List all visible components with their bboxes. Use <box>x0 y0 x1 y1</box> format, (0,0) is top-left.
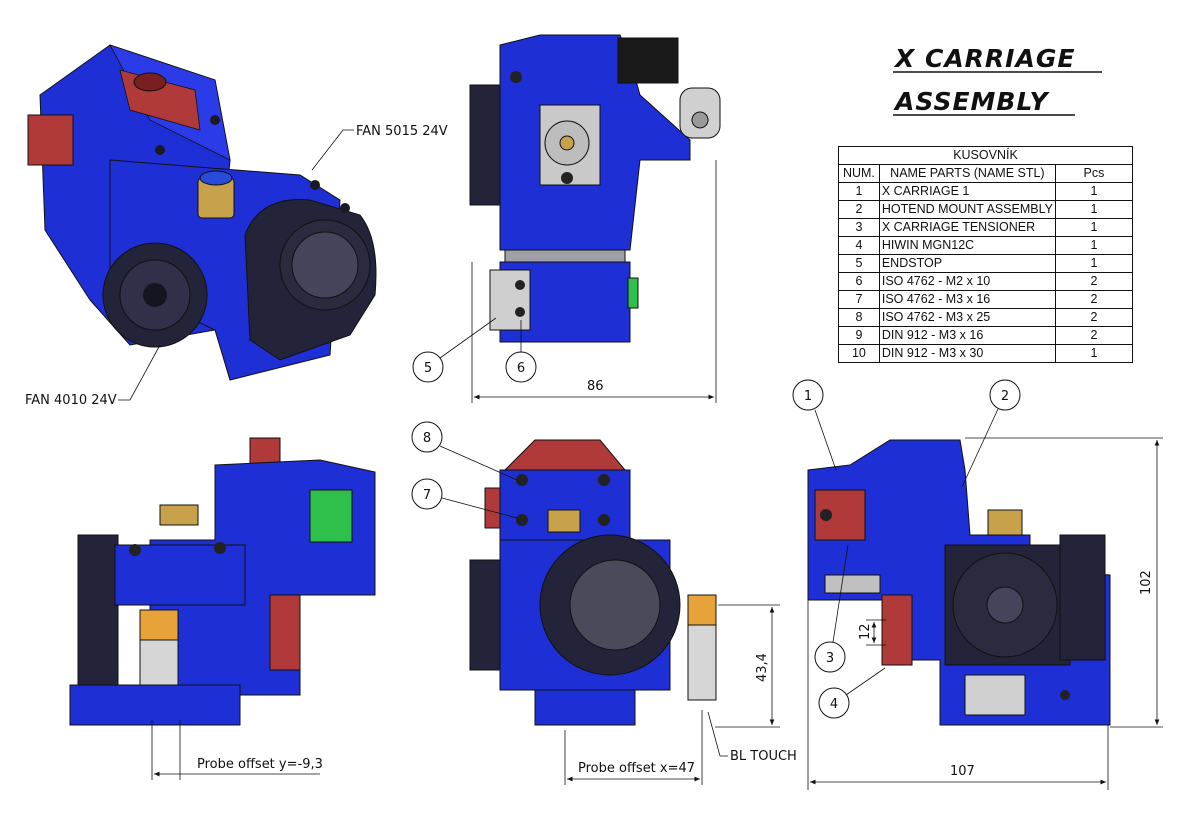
fan-4010-label: FAN 4010 24V <box>25 393 117 408</box>
bom-header-pcs: Pcs <box>1054 164 1134 183</box>
bom-cell-num: 2 <box>838 200 880 219</box>
bom-cell-pcs: 1 <box>1054 254 1134 273</box>
bom-cell-num: 5 <box>838 254 880 273</box>
dimension-86-label: 86 <box>587 379 604 394</box>
probe-offset-x-label: Probe offset x=47 <box>578 761 695 776</box>
bom-header-num: NUM. <box>838 164 880 183</box>
balloon-4-number: 4 <box>830 697 838 712</box>
bom-cell-name: ISO 4762 - M3 x 25 <box>878 308 1056 327</box>
probe-offset-y-label: Probe offset y=-9,3 <box>197 757 323 772</box>
title-line-2: ASSEMBLY <box>893 87 1051 116</box>
bom-cell-num: 1 <box>838 182 880 201</box>
front-view-top <box>469 34 721 343</box>
bom-title: KUSOVNÍK <box>838 146 1133 165</box>
front-view-bottom <box>469 439 717 726</box>
balloon-5 <box>412 351 444 383</box>
balloon-8-number: 8 <box>423 431 431 446</box>
bom-cell-pcs: 2 <box>1054 326 1134 345</box>
bom-cell-name: HIWIN MGN12C <box>878 236 1056 255</box>
bom-cell-pcs: 2 <box>1054 290 1134 309</box>
side-view-left <box>69 437 376 726</box>
bom-cell-pcs: 1 <box>1054 236 1134 255</box>
rail-dimension-label: 12 <box>858 623 873 640</box>
bom-cell-name: ISO 4762 - M3 x 16 <box>878 290 1056 309</box>
fan-4010-leader <box>118 344 161 401</box>
bom-cell-pcs: 2 <box>1054 308 1134 327</box>
bom-cell-num: 4 <box>838 236 880 255</box>
bom-cell-pcs: 1 <box>1054 182 1134 201</box>
bill-of-materials-table: KUSOVNÍK NUM. NAME PARTS (NAME STL) Pcs … <box>838 146 1134 363</box>
bom-cell-num: 10 <box>838 344 880 363</box>
bom-cell-num: 9 <box>838 326 880 345</box>
balloon-6 <box>505 351 537 383</box>
dimension-102-label: 102 <box>1139 570 1154 595</box>
bl-touch-label: BL TOUCH <box>730 749 797 764</box>
bom-cell-num: 7 <box>838 290 880 309</box>
balloon-2-number: 2 <box>1001 389 1009 404</box>
bom-cell-pcs: 1 <box>1054 218 1134 237</box>
bom-cell-pcs: 1 <box>1054 200 1134 219</box>
balloon-6-number: 6 <box>517 361 525 376</box>
balloon-4 <box>818 687 850 719</box>
fan-5015-leader <box>311 129 354 171</box>
bom-cell-name: ENDSTOP <box>878 254 1056 273</box>
bom-cell-name: DIN 912 - M3 x 16 <box>878 326 1056 345</box>
balloon-1-number: 1 <box>804 389 812 404</box>
bom-cell-name: DIN 912 - M3 x 30 <box>878 344 1056 363</box>
dimension-107-label: 107 <box>950 764 975 779</box>
balloon-7-number: 7 <box>423 488 431 503</box>
balloon-7 <box>411 478 443 510</box>
bom-cell-num: 6 <box>838 272 880 291</box>
bom-cell-pcs: 2 <box>1054 272 1134 291</box>
bom-cell-pcs: 1 <box>1054 344 1134 363</box>
isometric-view <box>27 44 377 381</box>
balloon-3 <box>814 641 846 673</box>
balloon-1 <box>792 379 824 411</box>
bom-cell-num: 8 <box>838 308 880 327</box>
balloon-2 <box>989 379 1021 411</box>
bom-cell-name: ISO 4762 - M2 x 10 <box>878 272 1056 291</box>
title-line-1: X CARRIAGE <box>893 44 1075 73</box>
bom-cell-name: X CARRIAGE TENSIONER <box>878 218 1056 237</box>
bom-cell-num: 3 <box>838 218 880 237</box>
probe-height-label: 43,4 <box>755 653 770 682</box>
bom-header-name: NAME PARTS (NAME STL) <box>878 164 1056 183</box>
balloon-3-number: 3 <box>826 651 834 666</box>
side-view-right <box>807 439 1111 726</box>
drawing-title: X CARRIAGE ASSEMBLY <box>893 44 1102 116</box>
bom-cell-name: HOTEND MOUNT ASSEMBLY <box>878 200 1056 219</box>
bom-cell-name: X CARRIAGE 1 <box>878 182 1056 201</box>
bl-touch-leader <box>707 711 728 757</box>
balloon-5-number: 5 <box>424 361 432 376</box>
fan-5015-label: FAN 5015 24V <box>356 124 448 139</box>
balloon-8 <box>411 421 443 453</box>
